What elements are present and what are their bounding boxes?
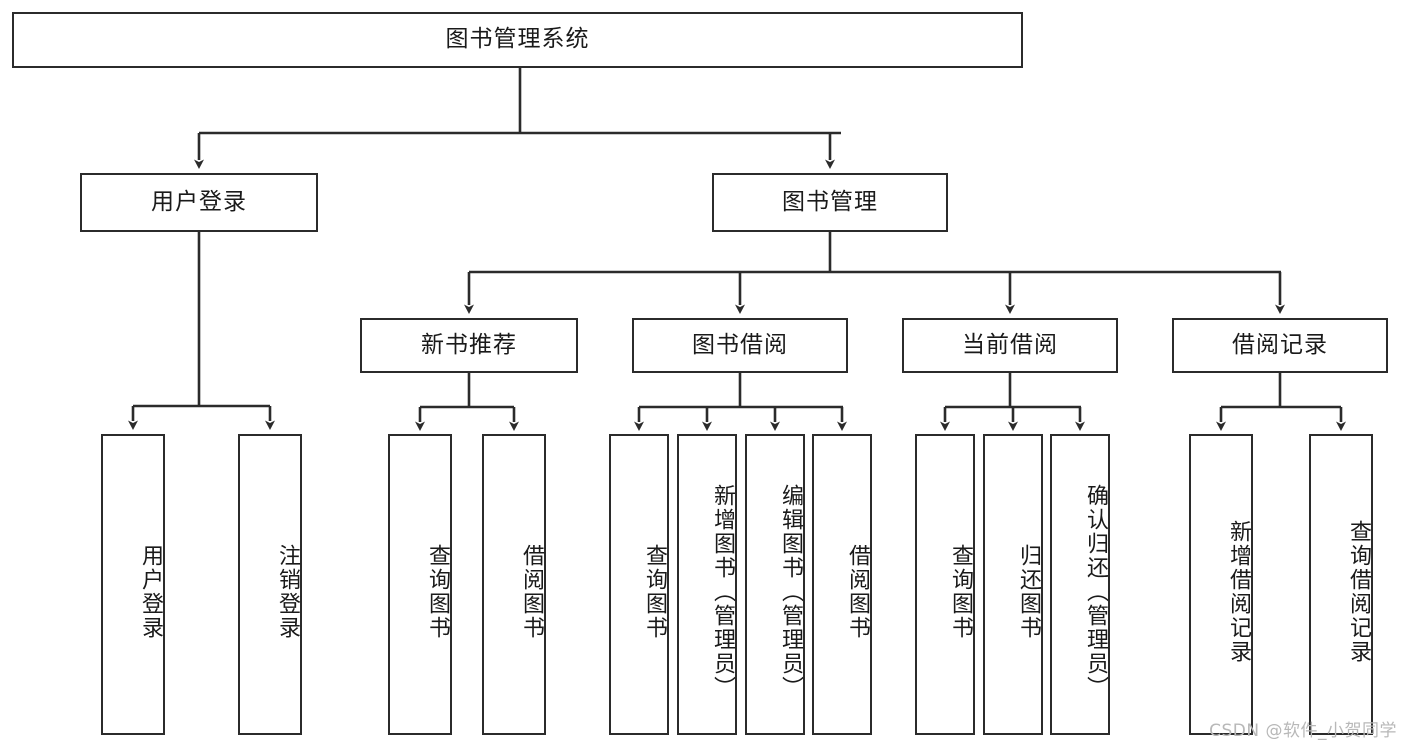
node-book-borrow-label: 图书借阅	[692, 331, 788, 358]
leaf-query-book-current[interactable]: 查询图书	[915, 434, 975, 735]
leaf-label: 借阅图书	[519, 543, 544, 640]
leaf-label: 确认归还（管理员）	[1083, 483, 1108, 700]
leaf-edit-book-admin[interactable]: 编辑图书（管理员）	[745, 434, 805, 735]
node-new-book-recommend-label: 新书推荐	[421, 331, 517, 358]
node-borrow-record-label: 借阅记录	[1232, 331, 1328, 358]
node-root[interactable]: 图书管理系统	[12, 12, 1023, 68]
leaf-borrow-book-recommend[interactable]: 借阅图书	[482, 434, 546, 735]
leaf-label: 注销登录	[275, 543, 300, 640]
leaf-add-book-admin[interactable]: 新增图书（管理员）	[677, 434, 737, 735]
leaf-user-login[interactable]: 用户登录	[101, 434, 165, 735]
leaf-logout[interactable]: 注销登录	[238, 434, 302, 735]
leaf-query-book-recommend[interactable]: 查询图书	[388, 434, 452, 735]
leaf-confirm-return-admin[interactable]: 确认归还（管理员）	[1050, 434, 1110, 735]
node-book-management-label: 图书管理	[782, 188, 878, 215]
node-current-borrow-label: 当前借阅	[962, 331, 1058, 358]
leaf-borrow-book[interactable]: 借阅图书	[812, 434, 872, 735]
leaf-return-book[interactable]: 归还图书	[983, 434, 1043, 735]
leaf-label: 归还图书	[1016, 543, 1041, 640]
leaf-query-book-borrow[interactable]: 查询图书	[609, 434, 669, 735]
leaf-label: 新增图书（管理员）	[710, 483, 735, 700]
node-borrow-record[interactable]: 借阅记录	[1172, 318, 1388, 373]
node-book-borrow[interactable]: 图书借阅	[632, 318, 848, 373]
node-user-login-label: 用户登录	[151, 188, 247, 215]
node-current-borrow[interactable]: 当前借阅	[902, 318, 1118, 373]
leaf-label: 查询图书	[948, 543, 973, 640]
leaf-label: 用户登录	[138, 543, 163, 640]
leaf-label: 借阅图书	[845, 543, 870, 640]
leaf-label: 查询图书	[425, 543, 450, 640]
leaf-label: 查询借阅记录	[1346, 519, 1371, 664]
node-user-login[interactable]: 用户登录	[80, 173, 318, 232]
leaf-label: 查询图书	[642, 543, 667, 640]
leaf-add-borrow-record[interactable]: 新增借阅记录	[1189, 434, 1253, 735]
leaf-label: 编辑图书（管理员）	[778, 483, 803, 700]
watermark: CSDN @软件_小贺同学	[1209, 721, 1397, 741]
node-root-label: 图书管理系统	[445, 26, 590, 53]
leaf-query-borrow-record[interactable]: 查询借阅记录	[1309, 434, 1373, 735]
node-book-management[interactable]: 图书管理	[712, 173, 948, 232]
leaf-label: 新增借阅记录	[1226, 519, 1251, 664]
node-new-book-recommend[interactable]: 新书推荐	[360, 318, 578, 373]
